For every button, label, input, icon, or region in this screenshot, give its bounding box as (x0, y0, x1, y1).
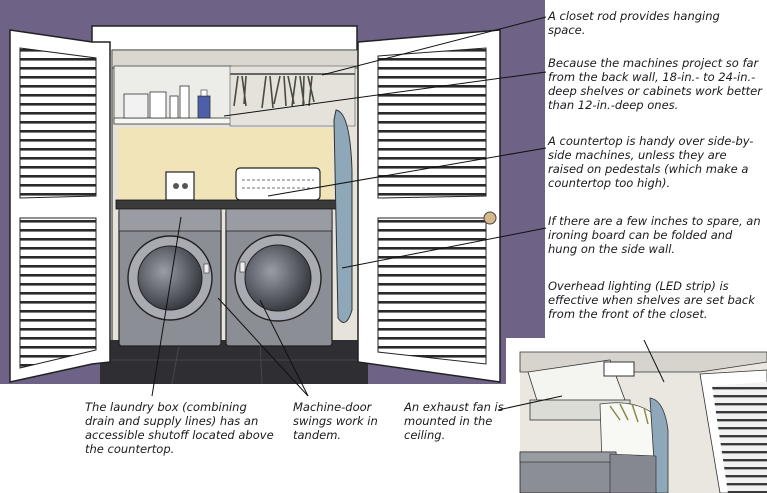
closet-floor (100, 340, 368, 384)
callout-ironing-board: If there are a few inches to spare, an i… (548, 214, 761, 256)
callout-lighting: Overhead lighting (LED strip) is effecti… (548, 279, 755, 321)
callout-exhaust-fan: An exhaust fan is mounted in the ceiling… (404, 400, 504, 442)
dryer (225, 208, 333, 347)
ironing-board (333, 109, 353, 323)
callout-machine-door: Machine-door swings work in tandem. (293, 400, 378, 442)
callout-closet-rod: A closet rod provides hanging space. (548, 9, 720, 37)
right-door (357, 29, 501, 383)
callout-leader-lines (151, 16, 665, 411)
inset-detail-view (506, 338, 767, 493)
countertop (115, 199, 337, 210)
clothes-hangers (233, 75, 315, 109)
callout-countertop: A countertop is handy over side-by-side … (548, 134, 754, 190)
detergent-bottles (123, 85, 211, 119)
laundry-box (165, 171, 195, 201)
door-knob (483, 211, 497, 225)
left-door (9, 29, 111, 383)
callout-shelves: Because the machines project so far from… (548, 56, 762, 112)
washer (118, 208, 222, 347)
callout-laundry-box: The laundry box (combining drain and sup… (85, 400, 274, 456)
laundry-basket (235, 167, 321, 201)
